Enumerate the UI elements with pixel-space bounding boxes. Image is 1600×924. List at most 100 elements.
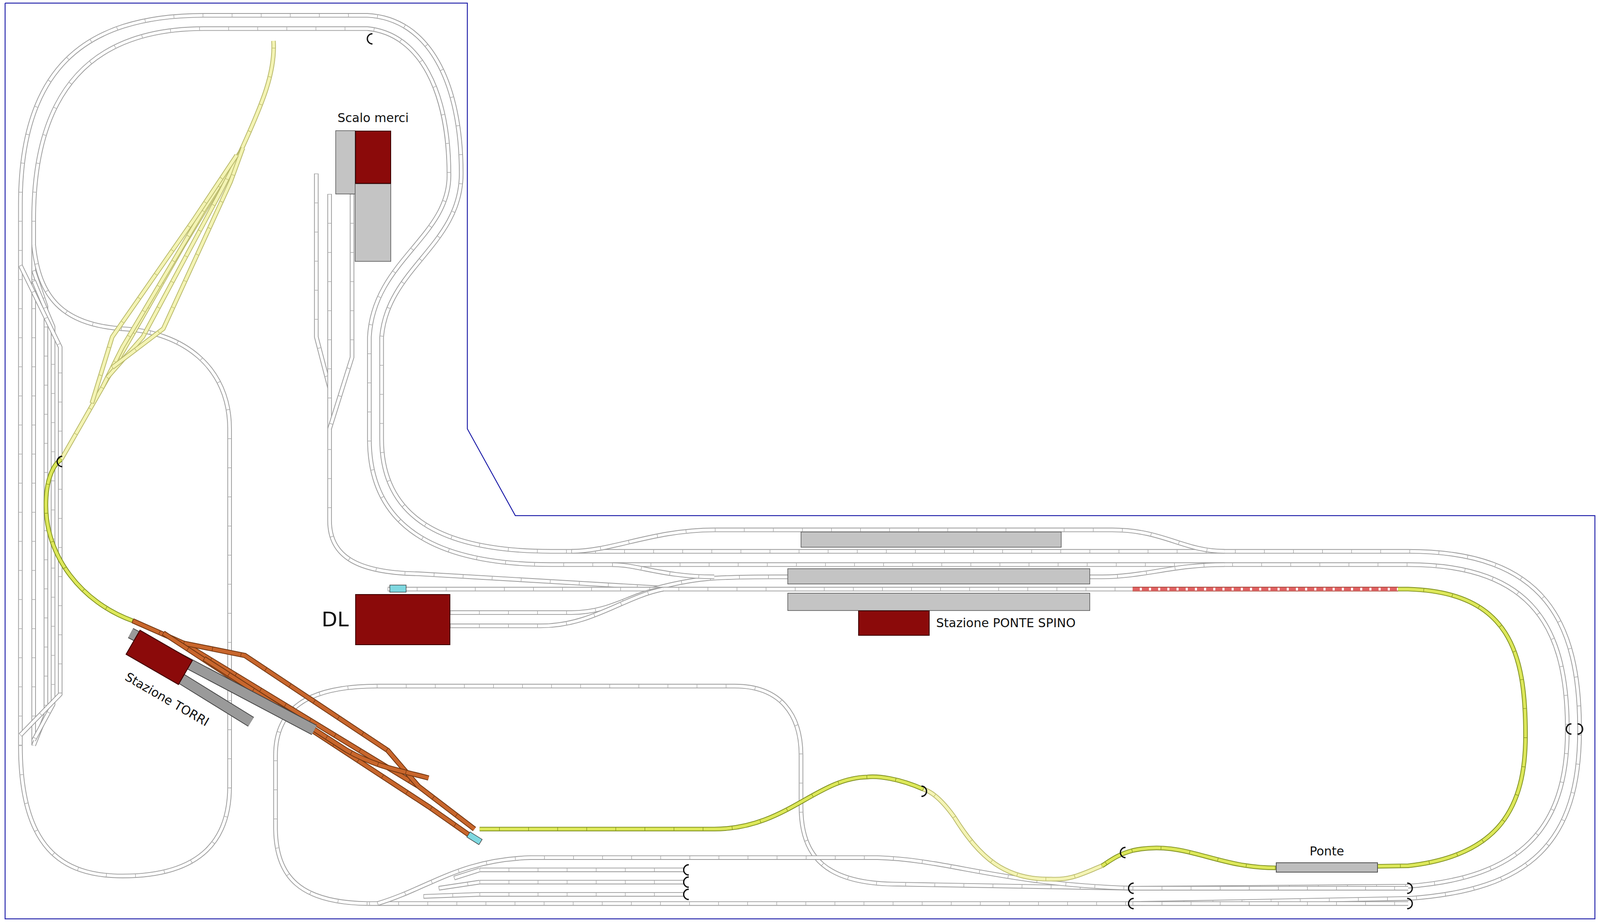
track-bed <box>423 894 480 897</box>
track-bed <box>453 869 480 878</box>
track <box>377 857 1133 904</box>
track <box>479 893 684 895</box>
sleeper-mark <box>423 894 480 897</box>
rail <box>1132 589 1526 868</box>
rail <box>479 879 684 885</box>
rail <box>329 193 352 429</box>
sleeper-mark <box>1132 901 1409 905</box>
rail <box>1101 847 1276 868</box>
rail <box>479 892 684 897</box>
sleeper-mark <box>61 40 274 460</box>
station-building: DL <box>355 594 451 646</box>
track-bed <box>1132 901 1409 905</box>
rail <box>33 280 53 741</box>
sleeper-mark <box>106 148 243 379</box>
rail <box>612 564 715 577</box>
sleeper-mark <box>163 632 480 843</box>
rail <box>1132 901 1409 906</box>
track <box>1132 887 1409 889</box>
rail <box>329 449 664 588</box>
rail <box>449 589 664 626</box>
sleeper-mark <box>438 881 480 888</box>
track-bed <box>106 148 243 379</box>
track <box>33 280 53 741</box>
track-bed <box>438 881 480 888</box>
place-label: Stazione TORRI <box>121 669 213 730</box>
track <box>923 789 1102 879</box>
track-bed <box>33 280 53 741</box>
place-label: Scalo merci <box>336 111 411 126</box>
sleeper-mark <box>45 459 133 621</box>
track <box>479 776 924 829</box>
rail <box>1132 885 1409 891</box>
sleeper-mark <box>612 564 715 577</box>
track-bed <box>479 776 924 829</box>
rail <box>653 564 1225 590</box>
buffer-stop <box>1407 898 1413 909</box>
rail <box>387 586 1133 592</box>
track <box>45 459 133 621</box>
track <box>329 193 330 450</box>
bridge: Ponte <box>1275 862 1378 873</box>
sleeper-mark <box>377 857 1133 904</box>
buffer-stop <box>1128 883 1134 894</box>
track <box>163 632 480 843</box>
track <box>20 265 61 735</box>
rail <box>923 789 1102 879</box>
sleeper-mark <box>1132 587 1398 591</box>
track <box>653 564 1225 590</box>
track-bed <box>20 15 1580 904</box>
sleeper-mark <box>1132 589 1526 868</box>
track <box>423 894 480 897</box>
track-bed <box>387 587 1133 591</box>
track-bed <box>61 40 274 460</box>
track-bed <box>479 880 684 884</box>
place-label: Stazione PONTE SPINO <box>934 616 1078 631</box>
buffer-stop <box>683 864 689 875</box>
track-bed <box>377 857 1133 904</box>
track-bed <box>45 459 133 621</box>
track-end <box>466 831 483 845</box>
buffer-stop <box>1407 883 1413 894</box>
track <box>449 589 664 626</box>
buffer-stop <box>1577 723 1583 735</box>
track <box>387 588 1133 590</box>
sleeper-mark <box>1101 847 1276 868</box>
track <box>329 449 664 588</box>
track <box>20 15 1580 904</box>
station-building: Stazione TORRI <box>125 629 194 686</box>
rail <box>112 148 243 368</box>
track <box>91 155 237 404</box>
sleeper-mark <box>102 148 243 389</box>
rail <box>327 193 332 450</box>
rail <box>453 869 480 878</box>
station-building: Stazione PONTE SPINO <box>858 610 930 636</box>
platform <box>801 531 1062 548</box>
track-bed <box>329 449 664 588</box>
buffer-stop <box>683 889 689 900</box>
rail <box>61 40 274 460</box>
rail <box>479 867 684 873</box>
sleeper-mark <box>329 449 664 588</box>
track-bed <box>1132 587 1398 591</box>
track-bed <box>653 564 1225 590</box>
rail <box>106 148 243 379</box>
track <box>612 564 715 577</box>
track <box>1132 588 1398 590</box>
track <box>112 148 243 368</box>
track <box>275 685 1133 904</box>
place-label: DL <box>320 607 351 632</box>
track-bed <box>612 564 715 577</box>
track <box>453 869 480 878</box>
platform <box>355 183 391 262</box>
sleeper-mark <box>112 148 243 368</box>
track-bed <box>923 789 1102 879</box>
rail <box>571 529 1225 552</box>
sleeper-mark <box>387 587 1133 591</box>
buffer-stop <box>1128 898 1134 909</box>
sleeper-mark <box>453 869 480 878</box>
platform <box>335 130 355 194</box>
rail <box>45 459 133 621</box>
sleeper-mark <box>449 589 664 626</box>
track-end <box>389 585 407 593</box>
